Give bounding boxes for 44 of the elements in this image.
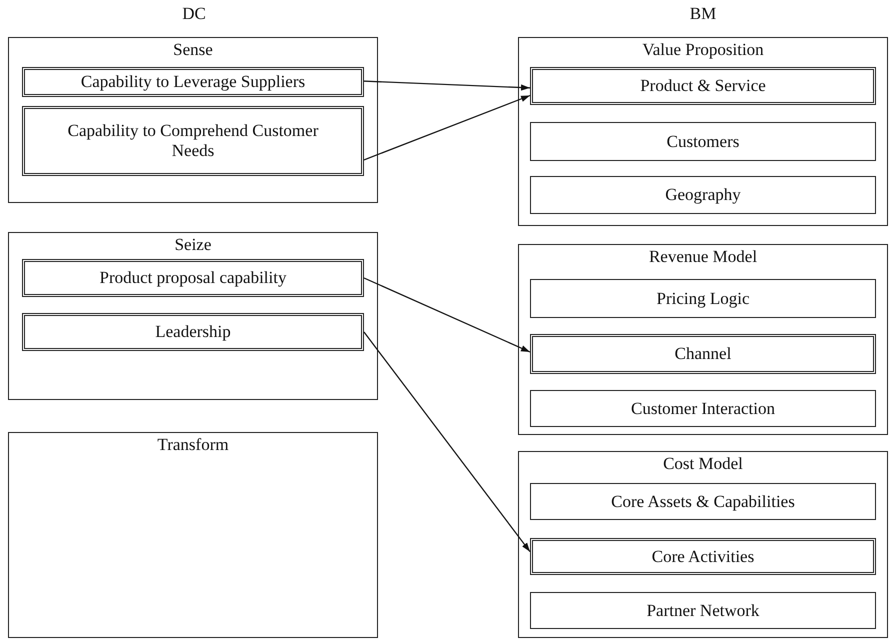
group-heading: Sense [172, 40, 214, 60]
capability-box [22, 106, 364, 176]
box-label: Product & Service [639, 76, 767, 96]
box-label: Capability to Comprehend Customer Needs [66, 121, 320, 161]
capability-box [530, 538, 876, 575]
box-label: Geography [664, 185, 742, 205]
group-panel [518, 244, 888, 435]
capability-box [530, 592, 876, 629]
capability-box [530, 334, 876, 374]
box-label: Leadership [154, 322, 232, 342]
box-label: Customer Interaction [630, 398, 776, 418]
capability-box [530, 67, 876, 105]
group-heading: Transform [156, 435, 230, 455]
capability-box [530, 176, 876, 214]
group-panel [8, 232, 378, 400]
box-label: Core Activities [650, 546, 756, 566]
group-heading: Seize [174, 235, 212, 255]
capability-box [22, 67, 364, 97]
arrow [364, 80, 530, 91]
capability-box [530, 390, 876, 427]
group-panel [8, 37, 378, 203]
arrow [364, 94, 530, 160]
capability-box [530, 279, 876, 318]
box-label: Capability to Leverage Suppliers [80, 72, 306, 92]
column-heading: BM [688, 4, 718, 24]
column-heading: DC [181, 4, 207, 24]
group-panel [518, 451, 888, 638]
box-label: Core Assets & Capabilities [610, 492, 796, 512]
group-panel [8, 432, 378, 638]
box-label: Pricing Logic [655, 288, 750, 308]
arrow [364, 277, 530, 353]
group-heading: Cost Model [662, 454, 744, 474]
capability-box [22, 259, 364, 297]
group-heading: Value Proposition [641, 40, 765, 60]
box-label: Channel [674, 344, 732, 364]
box-label: Partner Network [646, 600, 760, 620]
box-label: Product proposal capability [98, 268, 288, 288]
capability-box [530, 122, 876, 161]
group-heading: Revenue Model [648, 247, 758, 267]
group-panel [518, 37, 888, 226]
box-label: Customers [666, 132, 740, 152]
arrow [364, 332, 530, 552]
capability-box [22, 313, 364, 351]
capability-box [530, 483, 876, 520]
